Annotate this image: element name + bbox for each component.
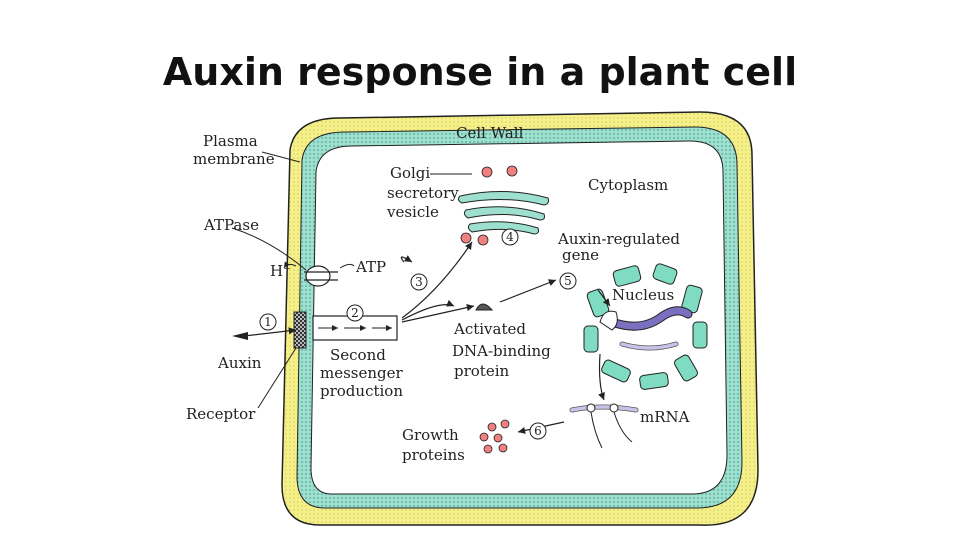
label-auxin: Auxin [217,354,262,372]
label-messenger: messenger [320,364,404,382]
label-plasma: Plasma [203,132,258,150]
label-golgi: Golgi [390,164,430,182]
ribosomes [586,403,633,449]
label-activated: Activated [453,320,526,338]
label-growth: Growth [402,426,459,444]
dna-binding-protein [475,303,494,311]
label-cytoplasm: Cytoplasm [588,176,668,194]
label-secretory: secretory [387,184,459,202]
label-production: production [320,382,403,400]
label-mrna: mRNA [640,408,690,426]
label-membrane: membrane [193,150,275,168]
step-markers [259,228,577,440]
label-gene: gene [562,246,599,264]
label-auxin-regulated: Auxin-regulated [557,230,680,248]
label-proteins: proteins [402,446,465,464]
label-nucleus: Nucleus [612,286,674,304]
dna-binding-site [599,310,618,331]
label-protein: protein [454,362,510,380]
secretory-vesicles [460,165,518,246]
leader-lines [231,151,472,409]
growth-protein-dots [479,419,510,454]
atpase-pump [283,261,355,287]
label-atpase: ATPase [203,216,259,234]
label-h-plus: H⁺ [270,262,291,280]
label-vesicle: vesicle [386,203,439,221]
golgi-apparatus [457,191,549,235]
label-atp: ATP [355,258,386,276]
label-second: Second [330,346,386,364]
page-title: Auxin response in a plant cell [162,50,798,94]
auxin-molecule [232,332,248,340]
label-dna-binding: DNA-binding [452,342,551,360]
step-5: 5 [564,274,572,288]
step-3: 3 [415,275,423,289]
step-2: 2 [351,306,359,320]
label-cell-wall: Cell Wall [456,124,524,142]
step-4: 4 [506,230,514,244]
step-1: 1 [264,315,272,329]
step-6: 6 [534,424,542,438]
label-receptor: Receptor [186,405,256,423]
